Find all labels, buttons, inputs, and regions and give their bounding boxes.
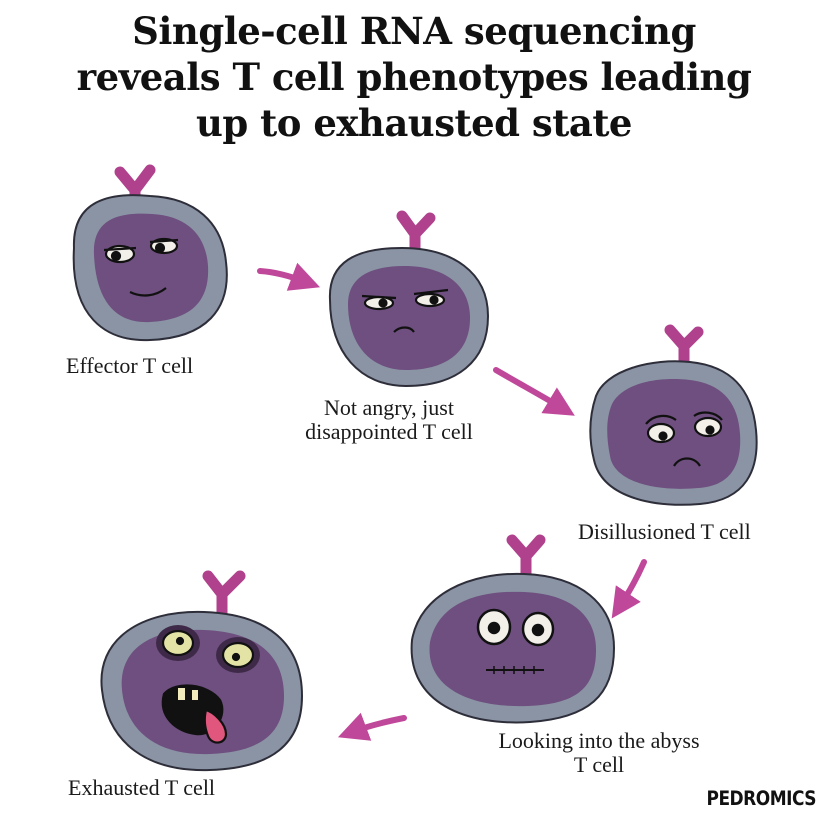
arrow-icon [337,712,407,741]
arrow-icon [493,367,575,416]
label-line: Looking into the abyss [498,728,700,753]
title-line-3: up to exhausted state [196,101,632,145]
artist-signature: PEDROMICS [706,787,816,811]
receptor-icon [202,570,246,622]
cell-label-disillusioned: Disillusioned T cell [578,519,751,544]
face [361,288,449,333]
label-line: disappointed T cell [305,419,473,444]
arrow-icon [611,559,647,619]
disappointed-t-cell [328,210,490,388]
abyss-t-cell [410,534,616,724]
page-title: Single-cell RNA sequencing reveals T cel… [0,8,828,146]
receptor-icon [396,210,436,258]
face [476,608,555,674]
cell-label-disappointed: Not angry, just disappointed T cell [283,396,495,444]
face [103,237,179,297]
exhausted-t-cell [100,570,304,772]
effector-t-cell [72,164,228,342]
receptor-icon [664,324,704,370]
arrow-icon [257,262,321,291]
cell-label-exhausted: Exhausted T cell [68,775,216,800]
title-line-1: Single-cell RNA sequencing [132,9,696,53]
face [645,411,723,467]
cell-label-abyss: Looking into the abyss T cell [468,729,730,777]
title-line-2: reveals T cell phenotypes leading [76,55,752,99]
face [156,625,260,744]
cell-label-effector: Effector T cell [66,353,194,378]
receptor-icon [506,534,546,580]
disillusioned-t-cell [589,324,758,506]
label-line: T cell [573,752,625,777]
label-line: Not angry, just [324,395,454,420]
